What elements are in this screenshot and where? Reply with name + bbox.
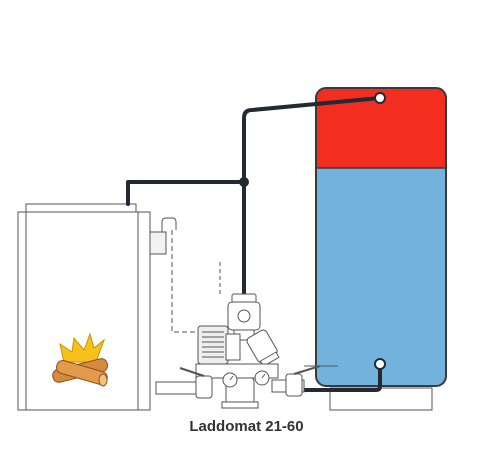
right-valve-handle xyxy=(293,365,321,375)
tank-bottom-pipe xyxy=(276,362,382,392)
unit-bottom-flange xyxy=(221,401,259,409)
boiler-sensor-hook xyxy=(161,217,177,232)
tank-top-pipe xyxy=(242,96,382,184)
tank-bottom-port xyxy=(374,358,386,370)
tank-top-port xyxy=(374,92,386,104)
fire-icon xyxy=(52,332,109,387)
left-valve-handle xyxy=(179,367,205,377)
tank-cold-zone xyxy=(316,168,446,386)
pump xyxy=(197,325,241,365)
accumulator-tank xyxy=(315,87,447,411)
pump-head xyxy=(225,333,241,361)
right-ball-valve xyxy=(285,373,303,397)
flame xyxy=(59,332,106,363)
logs-icon xyxy=(52,358,109,387)
left-connector xyxy=(155,381,203,395)
boiler-thermostat xyxy=(149,231,167,255)
laddomat-charging-unit xyxy=(155,293,338,409)
sensor-dashed-line xyxy=(171,230,198,333)
diagram-caption: Laddomat 21-60 xyxy=(189,418,304,435)
boiler-flow-pipe xyxy=(126,180,246,206)
left-ball-valve xyxy=(195,375,213,399)
thermometer-top-icon xyxy=(237,309,251,323)
pipe-junction xyxy=(239,177,249,187)
